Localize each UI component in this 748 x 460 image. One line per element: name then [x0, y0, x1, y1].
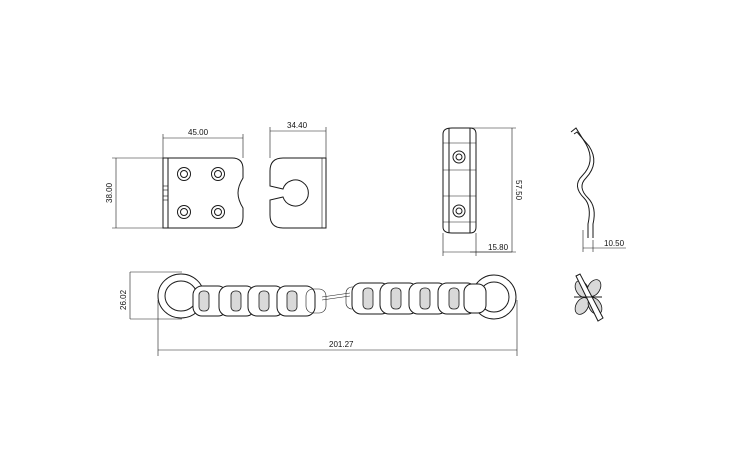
- chain-links-right: [345, 282, 487, 315]
- dim-chain-length: 201.27: [329, 340, 354, 349]
- keeper-plate-view: 34.40: [269, 121, 327, 229]
- dim-hook-offset: 10.50: [604, 239, 625, 248]
- screw-hole-icon: [177, 167, 225, 219]
- mounting-plate-view: 45.00 38.00: [105, 128, 244, 229]
- chain-view: 26.02 201.27: [119, 271, 518, 356]
- chain-links-left: [192, 285, 327, 317]
- side-view: 57.50 15.80: [442, 127, 523, 256]
- dim-side-height: 57.50: [514, 180, 523, 201]
- dim-side-depth: 15.80: [488, 243, 509, 252]
- hook-end-view: [574, 273, 604, 322]
- dim-chain-height: 26.02: [119, 289, 128, 310]
- dim-keeper-width: 34.40: [287, 121, 308, 130]
- dim-plate-height: 38.00: [105, 182, 114, 203]
- hook-profile-view: 10.50: [570, 127, 626, 252]
- dim-plate-width: 45.00: [188, 128, 209, 137]
